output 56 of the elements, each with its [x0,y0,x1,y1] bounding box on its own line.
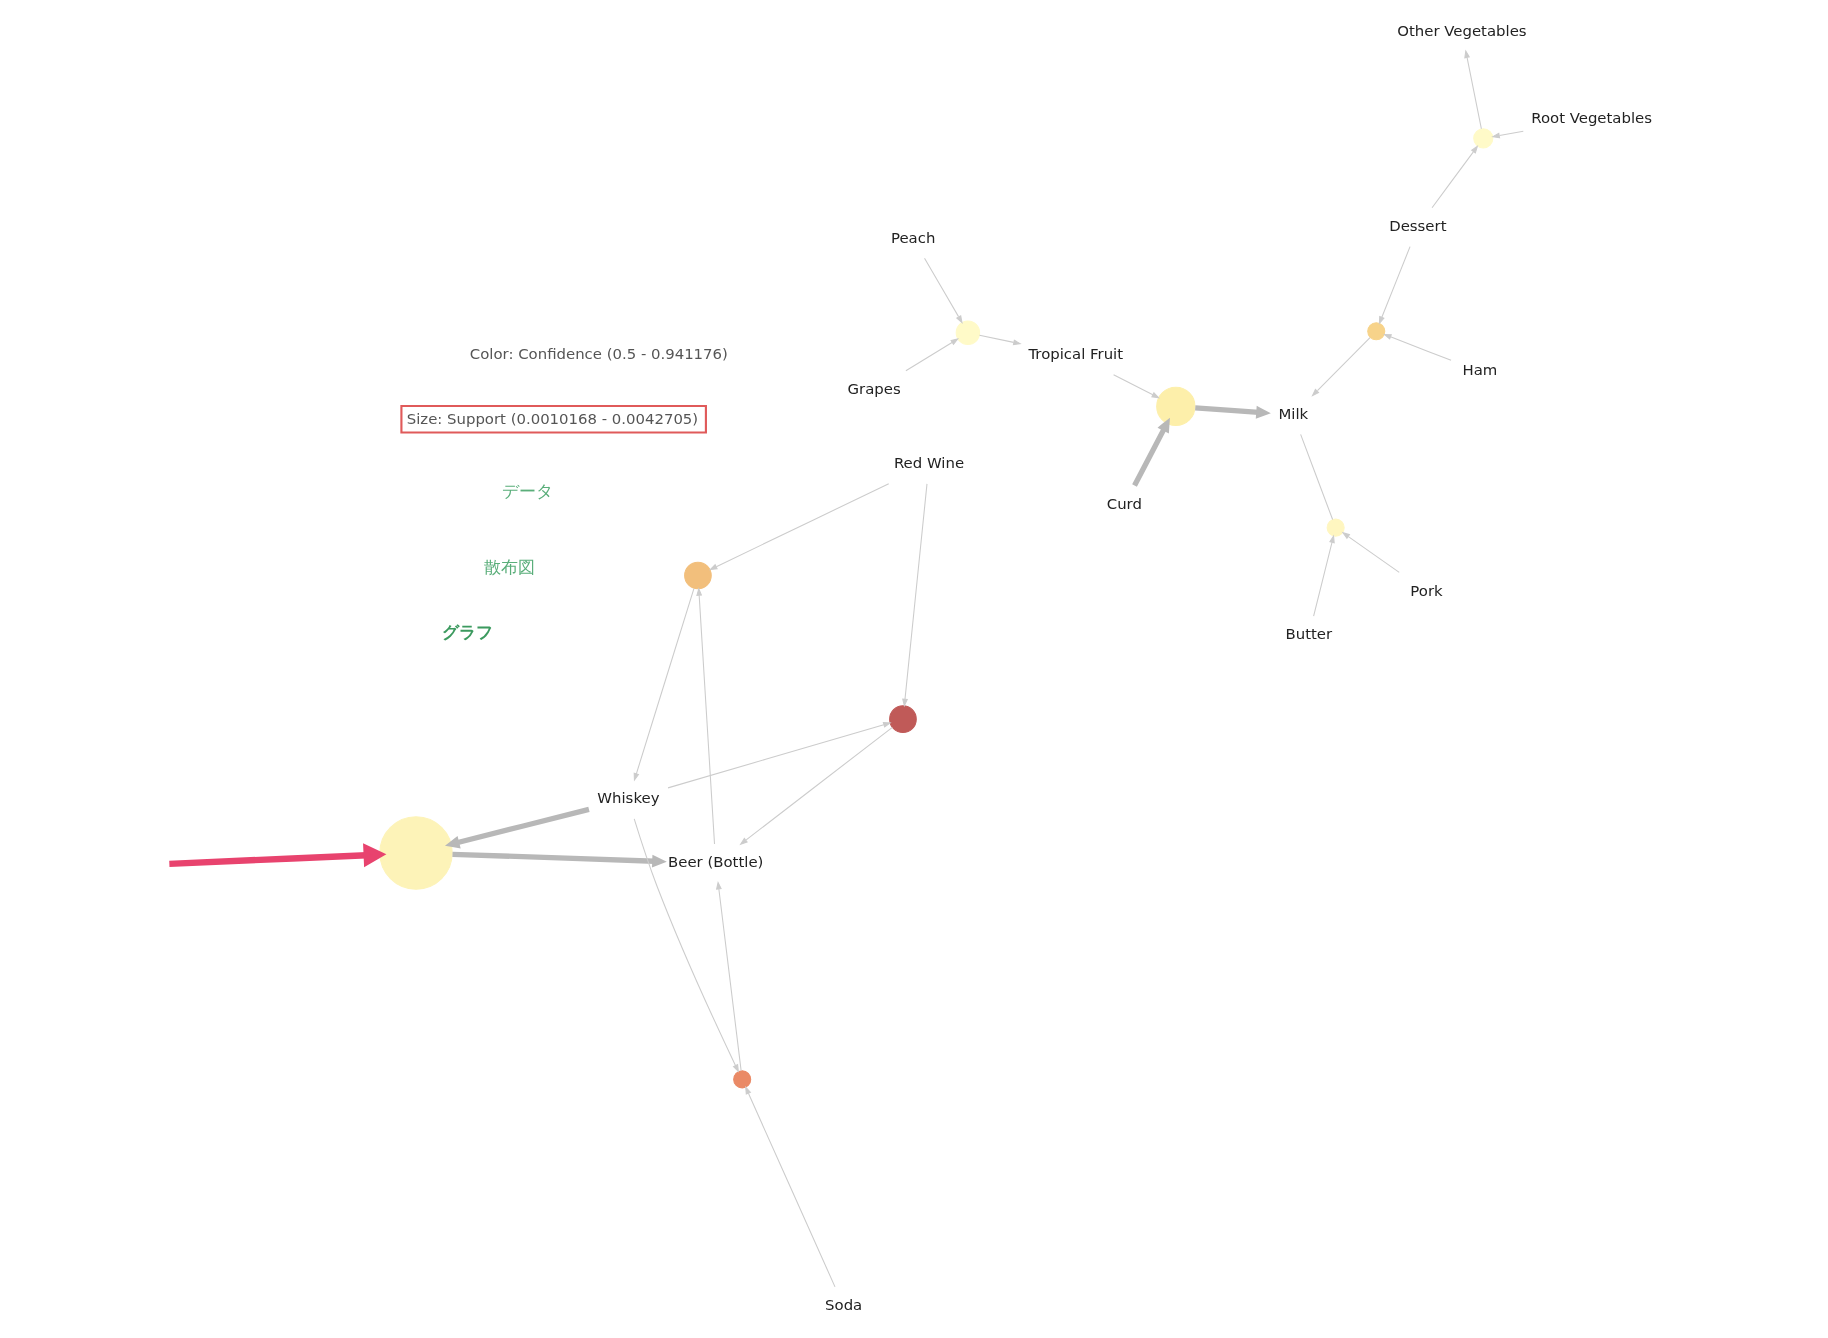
arrow [1313,534,1335,617]
node-text: Dessert [1389,216,1447,235]
node-circle [1156,386,1196,427]
label: 散布図 [483,557,535,578]
arrow [1383,333,1452,361]
arrow [739,726,893,846]
arrow [1113,374,1161,399]
arrow [1431,145,1479,209]
node-text: Peach [891,228,936,247]
node-text: Root Vegetables [1531,109,1652,128]
connector [1300,433,1334,521]
node-text: Pork [1410,581,1443,600]
arrow [1195,405,1271,419]
node-circle [379,816,453,890]
arrow [1464,49,1482,130]
arrow [452,851,667,868]
node-circle [889,705,917,733]
label: グラフ [441,622,493,643]
arrow [715,880,742,1072]
node-circle [1473,128,1494,149]
node-circle [1326,518,1345,537]
arrow [1311,337,1371,397]
node-text: Grapes [847,380,901,399]
node-text: Tropical Fruit [1028,345,1124,364]
node-text: Milk [1278,404,1309,423]
node-text: Ham [1462,361,1498,380]
node-text: Whiskey [597,789,660,808]
arrow [978,334,1022,346]
arrow [1132,417,1170,487]
arrow [1491,130,1524,139]
node-text: Other Vegetables [1397,21,1527,40]
arrow [902,483,928,708]
node-text: Curd [1106,494,1142,513]
arrow [169,843,387,868]
label: Color: Confidence (0.5 - 0.941176) [469,345,728,364]
node-text: Butter [1285,625,1333,644]
arrow [696,587,716,845]
label: Size: Support (0.0010168 - 0.0042705) [406,409,699,428]
node-circle [955,320,981,345]
arrow [444,806,590,849]
arrow [924,257,963,324]
node-text: Red Wine [893,454,965,473]
node-circle [1367,322,1386,341]
arrow [633,818,739,1073]
node-circle [733,1070,752,1089]
arrow [905,338,960,372]
arrow [745,1085,836,1288]
arrow [667,722,892,789]
label: データ [502,481,554,502]
arrow [1378,246,1411,325]
node-text: Beer (Bottle) [668,853,764,872]
arrow [1341,531,1400,573]
arrow [633,588,695,782]
node-circle [684,561,712,590]
node-text: Soda [825,1296,863,1315]
arrow [708,483,890,571]
